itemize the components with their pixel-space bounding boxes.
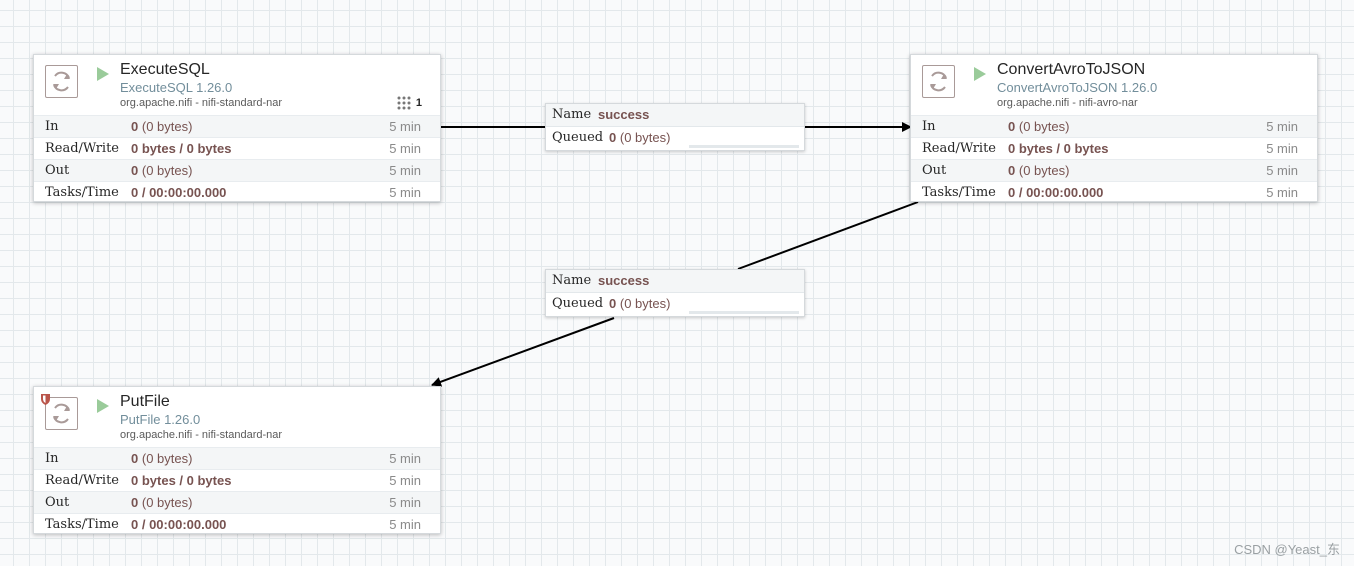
stat-row-out: Out 0 (0 bytes) 5 min xyxy=(911,159,1317,181)
processor-convertavrotojson[interactable]: ConvertAvroToJSON ConvertAvroToJSON 1.26… xyxy=(910,54,1318,202)
stat-label: Read/Write xyxy=(45,141,120,156)
processor-executesql[interactable]: ExecuteSQL ExecuteSQL 1.26.0 org.apache.… xyxy=(33,54,441,202)
processor-bundle: org.apache.nifi - nifi-standard-nar xyxy=(120,429,283,441)
stat-label: Tasks/Time xyxy=(45,185,119,200)
queue-backpressure-bar xyxy=(689,145,799,148)
processor-type: PutFile 1.26.0 xyxy=(120,412,201,427)
connection-line-2-end[interactable] xyxy=(431,317,615,387)
queue-backpressure-bar xyxy=(689,311,799,314)
restricted-shield-icon xyxy=(41,394,50,405)
active-threads-badge: 1 xyxy=(397,96,422,110)
processor-bundle: org.apache.nifi - nifi-avro-nar xyxy=(997,97,1138,109)
stat-row-in: In 0 (0 bytes) 5 min xyxy=(911,115,1317,137)
stat-value: 0 bytes / 0 bytes xyxy=(131,473,232,488)
task-count: 1 xyxy=(415,97,422,109)
stat-window: 5 min xyxy=(1266,119,1298,134)
stat-window: 5 min xyxy=(389,119,421,134)
processor-header: ExecuteSQL ExecuteSQL 1.26.0 org.apache.… xyxy=(34,55,440,115)
stat-value: 0 bytes / 0 bytes xyxy=(1008,141,1109,156)
stat-window: 5 min xyxy=(389,141,421,156)
processor-icon xyxy=(45,397,78,430)
stat-value: 0 (0 bytes) xyxy=(131,163,193,178)
processor-bundle: org.apache.nifi - nifi-standard-nar xyxy=(120,97,283,109)
processor-putfile[interactable]: PutFile PutFile 1.26.0 org.apache.nifi -… xyxy=(33,386,441,534)
processor-icon xyxy=(45,65,78,98)
stat-row-tasks-time: Tasks/Time 0 / 00:00:00.000 5 min xyxy=(911,181,1317,203)
stat-window: 5 min xyxy=(1266,141,1298,156)
connection-queued-key: Queued xyxy=(552,130,604,145)
connection-name-value: success xyxy=(598,273,650,288)
connection-line-2[interactable] xyxy=(737,201,919,270)
stat-label: Out xyxy=(922,163,947,178)
processor-header: ConvertAvroToJSON ConvertAvroToJSON 1.26… xyxy=(911,55,1317,115)
stat-label: Out xyxy=(45,163,70,178)
stat-row-tasks-time: Tasks/Time 0 / 00:00:00.000 5 min xyxy=(34,513,440,535)
connection-queued-row: Queued 0 (0 bytes) xyxy=(546,293,804,315)
connection-name-value: success xyxy=(598,107,650,122)
stat-window: 5 min xyxy=(389,517,421,532)
processor-header: PutFile PutFile 1.26.0 org.apache.nifi -… xyxy=(34,387,440,447)
watermark: CSDN @Yeast_东 xyxy=(1234,542,1340,557)
connection-name-row: Name success xyxy=(546,270,804,293)
connection-queued-value: 0 (0 bytes) xyxy=(609,130,671,145)
stat-window: 5 min xyxy=(389,163,421,178)
processor-type: ConvertAvroToJSON 1.26.0 xyxy=(997,80,1158,95)
processor-type: ExecuteSQL 1.26.0 xyxy=(120,80,233,95)
processor-name: ConvertAvroToJSON xyxy=(997,61,1146,78)
stat-row-tasks-time: Tasks/Time 0 / 00:00:00.000 5 min xyxy=(34,181,440,203)
stat-value: 0 / 00:00:00.000 xyxy=(1008,185,1104,200)
stat-label: In xyxy=(45,119,59,134)
stat-row-read-write: Read/Write 0 bytes / 0 bytes 5 min xyxy=(34,137,440,159)
stat-row-out: Out 0 (0 bytes) 5 min xyxy=(34,491,440,513)
processor-name: PutFile xyxy=(120,393,170,410)
stat-label: Read/Write xyxy=(45,473,120,488)
stopped-play-icon[interactable] xyxy=(973,67,987,81)
stat-row-in: In 0 (0 bytes) 5 min xyxy=(34,447,440,469)
stat-row-read-write: Read/Write 0 bytes / 0 bytes 5 min xyxy=(34,469,440,491)
stat-value: 0 (0 bytes) xyxy=(131,451,193,466)
stat-label: Out xyxy=(45,495,70,510)
stat-window: 5 min xyxy=(389,451,421,466)
processor-icon xyxy=(922,65,955,98)
stat-window: 5 min xyxy=(1266,185,1298,200)
connection-queued-row: Queued 0 (0 bytes) xyxy=(546,127,804,149)
stat-window: 5 min xyxy=(1266,163,1298,178)
stat-label: Tasks/Time xyxy=(45,517,119,532)
stat-value: 0 (0 bytes) xyxy=(1008,163,1070,178)
connection-name-key: Name xyxy=(552,107,592,122)
stat-window: 5 min xyxy=(389,495,421,510)
connection-queued-key: Queued xyxy=(552,296,604,311)
stat-value: 0 (0 bytes) xyxy=(1008,119,1070,134)
active-threads-icon xyxy=(397,96,411,110)
connection-label-1[interactable]: Name success Queued 0 (0 bytes) xyxy=(545,103,805,151)
stat-label: In xyxy=(45,451,59,466)
stat-row-out: Out 0 (0 bytes) 5 min xyxy=(34,159,440,181)
stat-value: 0 (0 bytes) xyxy=(131,119,193,134)
connection-name-key: Name xyxy=(552,273,592,288)
processor-name: ExecuteSQL xyxy=(120,61,210,78)
stat-row-in: In 0 (0 bytes) 5 min xyxy=(34,115,440,137)
stat-value: 0 bytes / 0 bytes xyxy=(131,141,232,156)
stat-value: 0 / 00:00:00.000 xyxy=(131,185,227,200)
stopped-play-icon[interactable] xyxy=(96,67,110,81)
stat-window: 5 min xyxy=(389,473,421,488)
stat-window: 5 min xyxy=(389,185,421,200)
stat-row-read-write: Read/Write 0 bytes / 0 bytes 5 min xyxy=(911,137,1317,159)
stat-label: Tasks/Time xyxy=(922,185,996,200)
stat-label: In xyxy=(922,119,936,134)
connection-queued-value: 0 (0 bytes) xyxy=(609,296,671,311)
stopped-play-icon[interactable] xyxy=(96,399,110,413)
connection-name-row: Name success xyxy=(546,104,804,127)
stat-label: Read/Write xyxy=(922,141,997,156)
stat-value: 0 (0 bytes) xyxy=(131,495,193,510)
stat-value: 0 / 00:00:00.000 xyxy=(131,517,227,532)
connection-label-2[interactable]: Name success Queued 0 (0 bytes) xyxy=(545,269,805,317)
